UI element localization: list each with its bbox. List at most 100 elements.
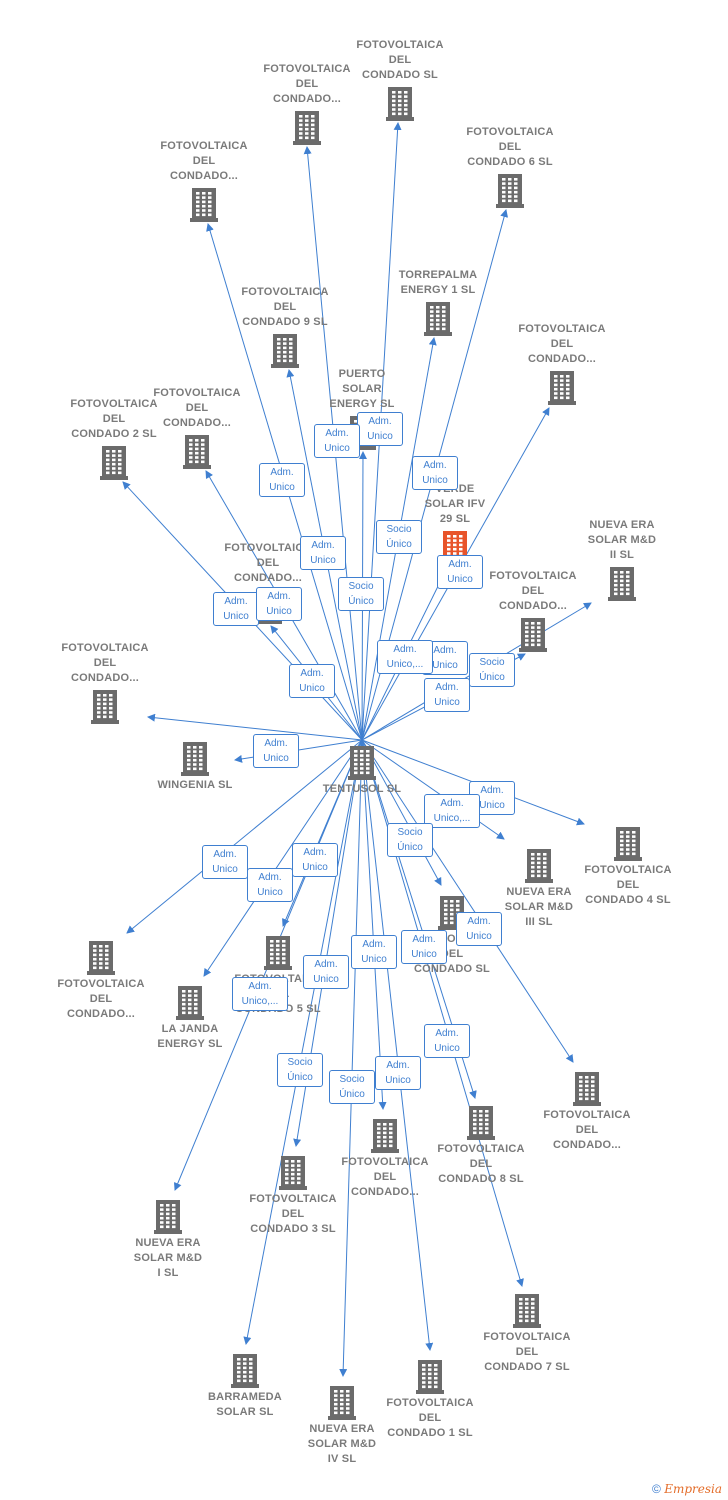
edge-n23 (361, 739, 387, 1110)
company-node-n20[interactable]: FOTOVOLTAICA DEL CONDADO... (46, 937, 156, 1022)
company-name[interactable]: NUEVA ERA SOLAR M&D III SL (504, 886, 574, 928)
relationship-badge-n26[interactable]: Adm. Unico,... (232, 977, 288, 1011)
edge-n18 (361, 739, 505, 840)
company-name[interactable]: TENTUSOL SL (322, 783, 402, 795)
company-name[interactable]: FOTOVOLTAICA DEL CONDADO 3 SL (249, 1193, 337, 1235)
relationship-badge-n5[interactable]: Socio Único (376, 520, 422, 554)
company-node-n9[interactable]: FOTOVOLTAICA DEL CONDADO 2 SL (59, 397, 169, 482)
relationship-badge-n10[interactable]: Adm. Unico (256, 587, 302, 621)
company-name[interactable]: FOTOVOLTAICA DEL CONDADO... (341, 1156, 429, 1198)
company-name[interactable]: FOTOVOLTAICA DEL CONDADO... (160, 140, 248, 182)
company-node-n25[interactable]: FOTOVOLTAICA DEL CONDADO... (532, 1068, 642, 1153)
relationship-badge-n28[interactable]: Adm. Unico (424, 1024, 470, 1058)
company-node-n28[interactable]: FOTOVOLTAICA DEL CONDADO 7 SL (472, 1290, 582, 1375)
edge-n20 (126, 739, 363, 934)
edge-n29 (243, 739, 363, 1345)
relationship-badge-n2[interactable]: Adm. Unico (314, 424, 360, 458)
company-node-n31[interactable]: FOTOVOLTAICA DEL CONDADO 1 SL (375, 1356, 485, 1441)
relationship-badge-n20[interactable]: Adm. Unico (202, 845, 248, 879)
company-name[interactable]: FOTOVOLTAICA DEL CONDADO... (518, 323, 606, 365)
relationship-badge-n18[interactable]: Adm. Unico,... (424, 794, 480, 828)
company-name[interactable]: FOTOVOLTAICA DEL CONDADO 1 SL (386, 1397, 474, 1439)
relationship-badge-n27[interactable]: Socio Único (277, 1053, 323, 1087)
edge-n25 (361, 739, 574, 1063)
company-name[interactable]: WINGENIA SL (157, 779, 233, 791)
edge-n31 (361, 739, 434, 1351)
relationship-badge-n1[interactable]: Adm. Unico (357, 412, 403, 446)
company-name[interactable]: NUEVA ERA SOLAR M&D IV SL (307, 1423, 377, 1465)
company-name[interactable]: FOTOVOLTAICA DEL CONDADO... (543, 1109, 631, 1151)
building-icon (416, 1360, 444, 1394)
company-name[interactable]: PUERTO SOLAR ENERGY SL (329, 368, 395, 410)
company-name[interactable]: TORREPALMA ENERGY 1 SL (398, 269, 478, 296)
company-name[interactable]: FOTOVOLTAICA DEL CONDADO... (57, 978, 145, 1020)
edge-n30 (339, 739, 363, 1377)
company-name[interactable]: FOTOVOLTAICA DEL CONDADO SL (356, 39, 444, 81)
center-company-node[interactable]: TENTUSOL SL (307, 742, 417, 797)
company-name[interactable]: FOTOVOLTAICA DEL CONDADO 7 SL (483, 1331, 571, 1373)
company-node-n17[interactable]: FOTOVOLTAICA DEL CONDADO 4 SL (573, 823, 683, 908)
relationship-badge-n4[interactable]: Adm. Unico (412, 456, 458, 490)
relationship-badge-n30[interactable]: Adm. Unico (375, 1056, 421, 1090)
relationship-badge-n3[interactable]: Adm. Unico (259, 463, 305, 497)
footer-brand[interactable]: © Empresia (652, 1482, 722, 1496)
company-node-n15[interactable]: FOTOVOLTAICA DEL CONDADO... (50, 641, 160, 726)
company-node-n10[interactable]: FOTOVOLTAICA DEL CONDADO... (142, 386, 252, 471)
building-icon (87, 941, 115, 975)
company-name[interactable]: FOTOVOLTAICA DEL CONDADO... (153, 387, 241, 429)
company-name[interactable]: FOTOVOLTAICA DEL CONDADO 8 SL (437, 1143, 525, 1185)
company-node-n7[interactable]: FOTOVOLTAICA DEL CONDADO... (507, 322, 617, 407)
company-node-n4[interactable]: FOTOVOLTAICA DEL CONDADO 6 SL (455, 125, 565, 210)
company-node-n30[interactable]: NUEVA ERA SOLAR M&D IV SL (287, 1382, 397, 1467)
relationship-badge-n22[interactable]: Adm. Unico (292, 843, 338, 877)
copyright-icon: © (652, 1482, 661, 1496)
company-node-n23[interactable]: FOTOVOLTAICA DEL CONDADO... (330, 1115, 440, 1200)
company-name[interactable]: LA JANDA ENERGY SL (157, 1023, 223, 1050)
company-name[interactable]: FOTOVOLTAICA DEL CONDADO 4 SL (584, 864, 672, 906)
company-name[interactable]: FOTOVOLTAICA DEL CONDADO... (489, 570, 577, 612)
company-node-n26[interactable]: FOTOVOLTAICA DEL CONDADO 3 SL (238, 1152, 348, 1237)
company-node-n3[interactable]: FOTOVOLTAICA DEL CONDADO... (149, 139, 259, 224)
relationship-badge-n13[interactable]: Adm. Unico,... (377, 640, 433, 674)
relationship-badge-n15[interactable]: Adm. Unico (424, 678, 470, 712)
relationship-badge-n19[interactable]: Socio Único (387, 823, 433, 857)
company-node-n29[interactable]: BARRAMEDA SOLAR SL (190, 1350, 300, 1420)
brand-name: Empresia (664, 1482, 722, 1496)
company-name[interactable]: FOTOVOLTAICA DEL CONDADO 6 SL (466, 126, 554, 168)
company-node-n2[interactable]: FOTOVOLTAICA DEL CONDADO... (252, 62, 362, 147)
company-node-n6[interactable]: FOTOVOLTAICA DEL CONDADO 9 SL (230, 285, 340, 370)
company-name[interactable]: FOTOVOLTAICA DEL CONDADO... (61, 642, 149, 684)
company-node-n21[interactable]: LA JANDA ENERGY SL (135, 982, 245, 1052)
company-node-n18[interactable]: NUEVA ERA SOLAR M&D III SL (484, 845, 594, 930)
company-node-n12[interactable]: NUEVA ERA SOLAR M&D II SL (567, 518, 677, 603)
company-name[interactable]: FOTOVOLTAICA DEL CONDADO 9 SL (241, 286, 329, 328)
relationship-badge-n7[interactable]: Adm. Unico (437, 555, 483, 589)
company-node-n5[interactable]: TORREPALMA ENERGY 1 SL (383, 268, 493, 338)
relationship-badge-n6[interactable]: Adm. Unico (300, 536, 346, 570)
relationship-badge-n23[interactable]: Adm. Unico (351, 935, 397, 969)
company-name[interactable]: FOTOVOLTAICA DEL CONDADO 2 SL (70, 398, 158, 440)
relationship-badge-n12[interactable]: Socio Único (469, 653, 515, 687)
company-node-n27[interactable]: NUEVA ERA SOLAR M&D I SL (113, 1196, 223, 1281)
building-icon (386, 87, 414, 121)
company-name[interactable]: FOTOVOLTAICA DEL CONDADO... (224, 542, 312, 584)
relationship-badge-n25[interactable]: Adm. Unico (456, 912, 502, 946)
building-icon (608, 567, 636, 601)
relationship-badge-n9[interactable]: Adm. Unico (213, 592, 259, 626)
relationship-badge-n14[interactable]: Adm. Unico (289, 664, 335, 698)
company-name[interactable]: BARRAMEDA SOLAR SL (208, 1391, 282, 1418)
relationship-badge-n31[interactable]: Adm. Unico (303, 955, 349, 989)
company-node-n13[interactable]: FOTOVOLTAICA DEL CONDADO... (478, 569, 588, 654)
relationship-badge-n8[interactable]: Socio Único (338, 577, 384, 611)
company-node-n24[interactable]: FOTOVOLTAICA DEL CONDADO 8 SL (426, 1102, 536, 1187)
relationship-badge-n24[interactable]: Adm. Unico (401, 930, 447, 964)
company-node-n1[interactable]: FOTOVOLTAICA DEL CONDADO SL (345, 38, 455, 123)
company-name[interactable]: NUEVA ERA SOLAR M&D I SL (133, 1237, 203, 1279)
company-name[interactable]: FOTOVOLTAICA DEL CONDADO... (263, 63, 351, 105)
company-name[interactable]: NUEVA ERA SOLAR M&D II SL (587, 519, 657, 561)
company-node-n16[interactable]: WINGENIA SL (140, 738, 250, 793)
relationship-badge-n21[interactable]: Adm. Unico (247, 868, 293, 902)
building-icon (100, 446, 128, 480)
relationship-badge-n16[interactable]: Adm. Unico (253, 734, 299, 768)
relationship-badge-n29[interactable]: Socio Único (329, 1070, 375, 1104)
